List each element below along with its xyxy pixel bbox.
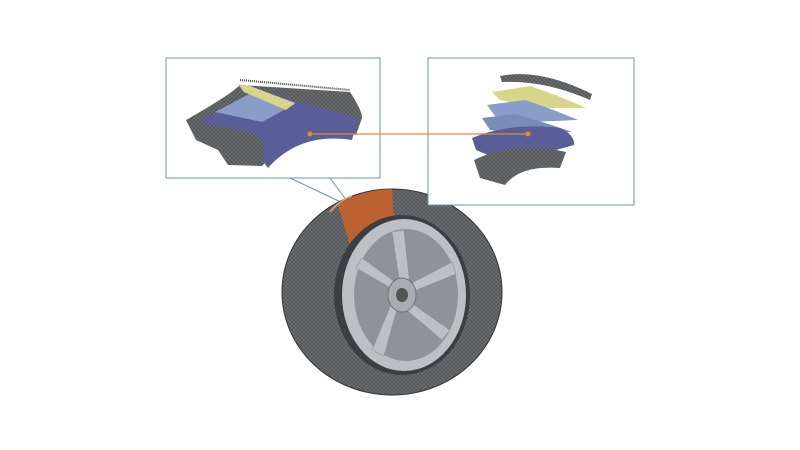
wheel-mesh xyxy=(281,188,503,396)
tire-section-detail xyxy=(165,57,381,179)
tire-layers-exploded xyxy=(427,57,635,206)
